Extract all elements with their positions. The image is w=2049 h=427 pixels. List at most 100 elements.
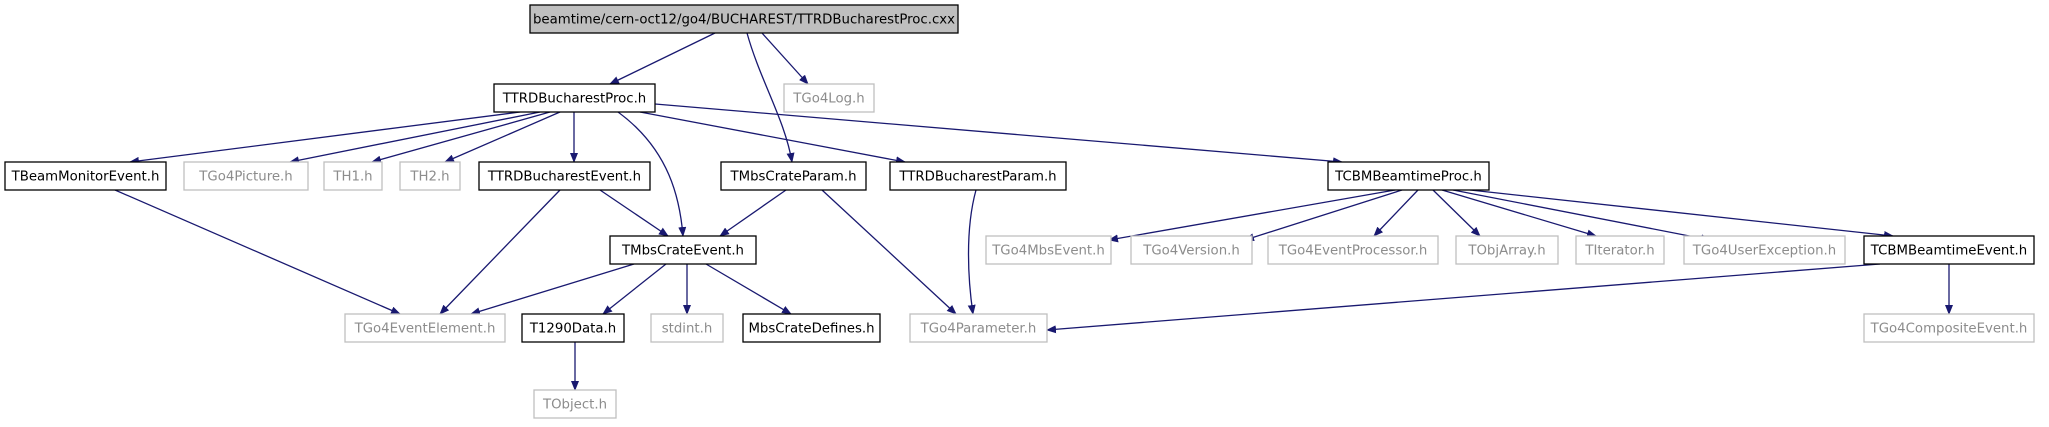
node-box <box>1455 235 1559 265</box>
node-tgo4param[interactable]: TGo4Parameter.h <box>909 313 1048 343</box>
node-th1[interactable]: TH1.h <box>323 161 383 191</box>
node-label: TGo4EventProcessor.h <box>1278 244 1428 259</box>
edge-tcbmproc-to-titerator <box>1441 189 1597 238</box>
node-box <box>720 161 867 191</box>
edge-root-to-ttrdproc_h <box>609 32 716 85</box>
node-box <box>1130 235 1253 265</box>
node-label: TMbsCrateParam.h <box>729 170 856 185</box>
node-box <box>1267 235 1439 265</box>
node-box <box>609 235 757 265</box>
node-tgo4composite[interactable]: TGo4CompositeEvent.h <box>1863 313 2035 343</box>
node-tcbmevent[interactable]: TCBMBeamtimeEvent.h <box>1863 235 2035 265</box>
node-box <box>1863 235 2035 265</box>
node-tbeammon[interactable]: TBeamMonitorEvent.h <box>4 161 167 191</box>
node-label: TIterator.h <box>1584 244 1654 259</box>
node-label: TGo4Picture.h <box>198 170 292 185</box>
node-label: TGo4Log.h <box>792 92 864 107</box>
node-label: TH2.h <box>409 170 449 185</box>
node-label: TBeamMonitorEvent.h <box>11 170 160 185</box>
edge-root-to-tmbsparam <box>746 32 795 163</box>
node-label: stdint.h <box>662 322 713 337</box>
node-ttrdparam[interactable]: TTRDBucharestParam.h <box>889 161 1067 191</box>
node-tgo4mbsevent[interactable]: TGo4MbsEvent.h <box>985 235 1112 265</box>
edge-tcbmevent-to-tgo4param <box>1046 263 1881 334</box>
edge-tcbmproc-to-tgo4mbsevent <box>1108 189 1396 243</box>
node-tmbsparam[interactable]: TMbsCrateParam.h <box>720 161 867 191</box>
edge-ttrdproc_h-to-ttrdparam <box>639 111 906 165</box>
edges-layer <box>114 32 1953 391</box>
edge-tbeammon-to-tgo4evelem <box>114 189 401 315</box>
node-tgo4picture[interactable]: TGo4Picture.h <box>183 161 309 191</box>
edge-tmbsevent-to-mbsdefines <box>705 263 792 315</box>
edge-tcbmproc-to-tgo4evproc <box>1373 189 1419 237</box>
edge-ttrdproc_h-to-tcbmproc <box>654 103 1343 166</box>
edge-ttrdproc_h-to-tmbsevent <box>617 111 687 237</box>
edge-tcbmproc-to-tgo4version <box>1244 189 1403 242</box>
node-mbsdefines[interactable]: MbsCrateDefines.h <box>742 313 881 343</box>
node-titerator[interactable]: TIterator.h <box>1575 235 1665 265</box>
node-ttrdevent[interactable]: TTRDBucharestEvent.h <box>478 161 651 191</box>
node-tgo4evproc[interactable]: TGo4EventProcessor.h <box>1267 235 1439 265</box>
node-box <box>344 313 506 343</box>
node-t1290[interactable]: T1290Data.h <box>521 313 625 343</box>
node-box <box>1683 235 1846 265</box>
node-box <box>1863 313 2035 343</box>
node-root[interactable]: beamtime/cern-oct12/go4/BUCHAREST/TTRDBu… <box>529 4 959 34</box>
edge-tcbmproc-to-tobjarray <box>1432 189 1481 237</box>
node-label: TGo4Parameter.h <box>920 322 1037 337</box>
node-box <box>478 161 651 191</box>
node-tgo4userexc[interactable]: TGo4UserException.h <box>1683 235 1846 265</box>
edge-ttrdevent-to-tmbsevent <box>599 189 669 237</box>
edge-tmbsparam-to-tgo4param <box>821 189 957 315</box>
node-label: beamtime/cern-oct12/go4/BUCHAREST/TTRDBu… <box>533 13 955 28</box>
node-label: TGo4EventElement.h <box>354 322 496 337</box>
node-tmbsevent[interactable]: TMbsCrateEvent.h <box>609 235 757 265</box>
nodes-layer: beamtime/cern-oct12/go4/BUCHAREST/TTRDBu… <box>4 4 2035 419</box>
node-box <box>650 313 724 343</box>
node-box <box>909 313 1048 343</box>
node-tobjarray[interactable]: TObjArray.h <box>1455 235 1559 265</box>
edge-ttrdproc_h-to-th2 <box>444 111 561 163</box>
node-ttrdproc_h[interactable]: TTRDBucharestProc.h <box>493 83 656 113</box>
edge-tmbsevent-to-t1290 <box>602 263 667 315</box>
node-box <box>4 161 167 191</box>
node-box <box>323 161 383 191</box>
edge-tmbsparam-to-tmbsevent <box>719 189 787 237</box>
node-tgo4evelem[interactable]: TGo4EventElement.h <box>344 313 506 343</box>
node-stdint[interactable]: stdint.h <box>650 313 724 343</box>
node-label: TGo4MbsEvent.h <box>991 244 1105 259</box>
node-label: TObject.h <box>542 398 607 413</box>
node-th2[interactable]: TH2.h <box>399 161 461 191</box>
node-label: TObjArray.h <box>1467 244 1545 259</box>
node-box <box>783 83 875 113</box>
node-label: TCBMBeamtimeEvent.h <box>1870 244 2027 259</box>
edge-tcbmproc-to-tcbmevent <box>1469 189 1894 240</box>
edge-ttrdproc_h-to-tbeammon <box>129 111 521 165</box>
node-tgo4version[interactable]: TGo4Version.h <box>1130 235 1253 265</box>
node-label: TTRDBucharestEvent.h <box>487 170 641 185</box>
node-box <box>985 235 1112 265</box>
node-label: TCBMBeamtimeProc.h <box>1334 170 1482 185</box>
edge-ttrdproc_h-to-th1 <box>371 111 551 164</box>
node-label: TTRDBucharestProc.h <box>502 92 646 107</box>
node-box <box>493 83 656 113</box>
node-box <box>1575 235 1665 265</box>
node-tgo4log[interactable]: TGo4Log.h <box>783 83 875 113</box>
node-box <box>742 313 881 343</box>
edge-ttrdparam-to-tgo4param <box>967 189 977 315</box>
node-label: TTRDBucharestParam.h <box>898 170 1056 185</box>
edge-ttrdevent-to-tgo4evelem <box>439 189 561 315</box>
node-box <box>521 313 625 343</box>
node-box <box>533 389 617 419</box>
node-label: T1290Data.h <box>529 322 616 337</box>
node-box <box>1327 161 1490 191</box>
node-label: TMbsCrateEvent.h <box>621 244 744 259</box>
node-box <box>889 161 1067 191</box>
node-label: MbsCrateDefines.h <box>748 322 874 337</box>
node-tobject[interactable]: TObject.h <box>533 389 617 419</box>
edge-root-to-tgo4log <box>761 32 809 85</box>
edge-ttrdproc_h-to-tgo4picture <box>289 111 541 165</box>
node-box <box>183 161 309 191</box>
node-tcbmproc[interactable]: TCBMBeamtimeProc.h <box>1327 161 1490 191</box>
node-box <box>529 4 959 34</box>
